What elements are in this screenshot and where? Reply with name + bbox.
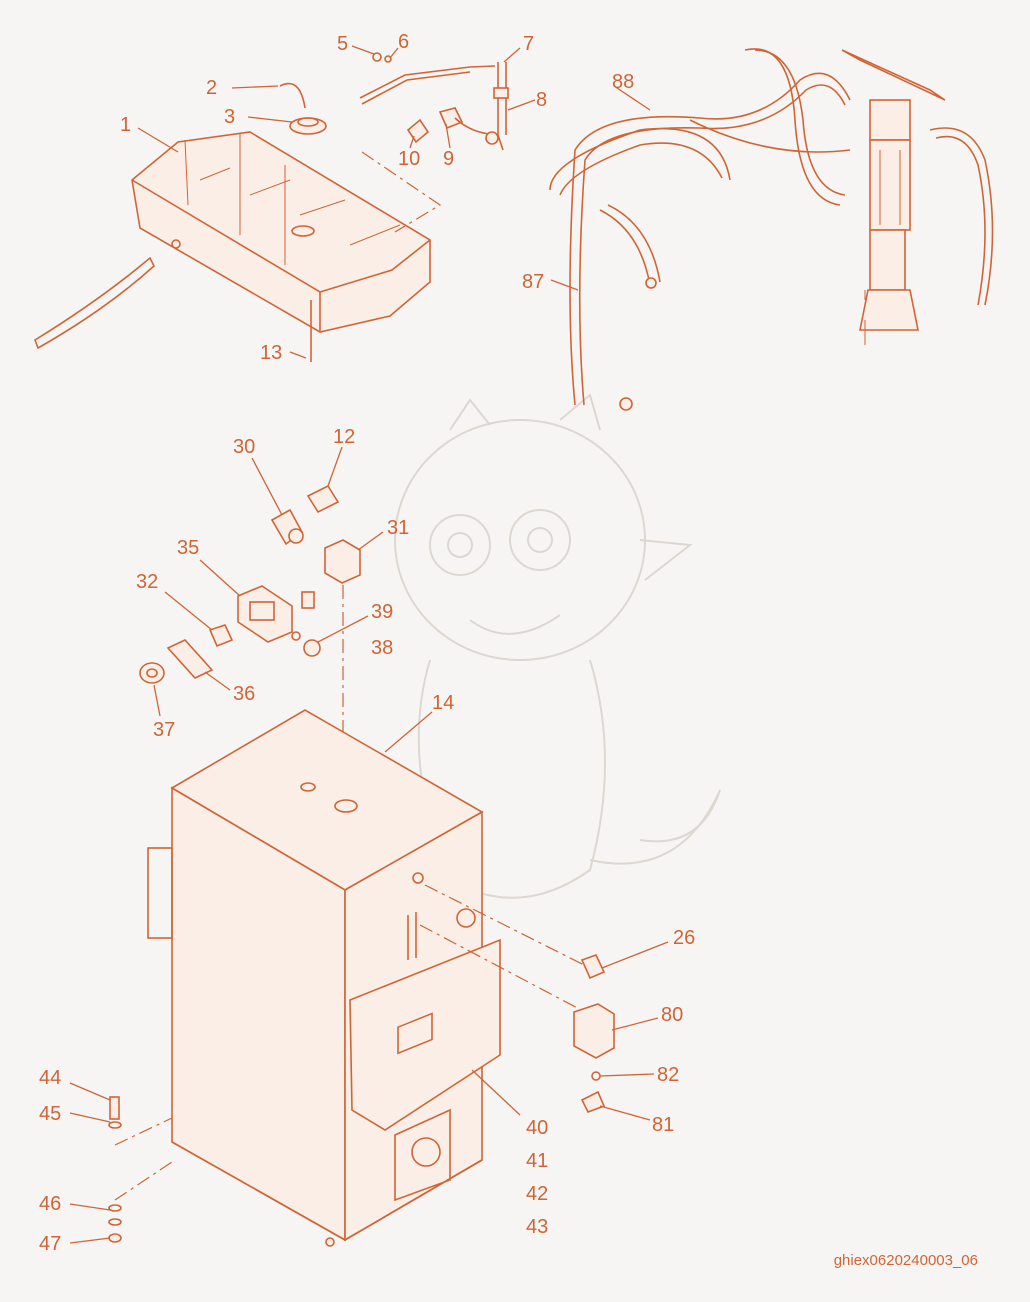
callout-label: 46 [39,1193,61,1215]
centerline [361,151,442,233]
centerline [114,1161,173,1201]
callout-label: 45 [39,1103,61,1125]
callout-label: 12 [333,426,355,448]
mounting-hardware [108,1096,122,1243]
dragon-watermark [394,393,721,899]
callout-label: 47 [39,1233,61,1255]
mounting-block [324,539,361,584]
callout-label: 1 [120,114,131,136]
leader-lines [69,45,669,1244]
elbow-fitting [270,484,340,546]
callout-label: 30 [233,436,255,458]
callout-label: 9 [443,148,454,170]
callout-label: 3 [224,106,235,128]
filler-cap [289,117,327,135]
callout-label: 40 [526,1117,548,1139]
callout-labels: 1 2 3 5 6 7 8 9 10 12 13 14 26 30 31 32 … [39,31,695,1255]
callout-label: 5 [337,33,348,55]
callout-label: 38 [371,637,393,659]
fuel-fittings [406,107,499,145]
callout-label: 31 [387,517,409,539]
centerline [419,924,586,1013]
callout-label: 35 [177,537,199,559]
callout-label: 2 [206,77,217,99]
callout-label: 39 [371,601,393,623]
callout-label: 32 [136,571,158,593]
callout-label: 44 [39,1067,61,1089]
callout-label: 80 [661,1004,683,1026]
filter-assembly [573,954,615,1114]
bracket-assembly [139,585,321,684]
valve-bank [841,49,994,345]
callout-label: 7 [523,33,534,55]
centerline [114,1117,173,1146]
callout-label: 82 [657,1064,679,1086]
callout-label: 14 [432,692,454,714]
centerline [424,884,591,969]
callout-label: 81 [652,1114,674,1136]
callout-label: 37 [153,719,175,741]
hose-assembly [549,48,851,411]
vent-hose [279,82,306,109]
main-cabinet [147,709,501,1247]
callout-label: 87 [522,271,544,293]
callout-label: 43 [526,1216,548,1238]
callout-label: 36 [233,683,255,705]
drawing-reference-id: ghiex0620240003_06 [833,1252,978,1269]
callout-label: 10 [398,148,420,170]
callout-label: 8 [536,89,547,111]
callout-label: 13 [260,342,282,364]
fuel-tank [34,131,431,350]
callout-label: 42 [526,1183,548,1205]
callout-label: 6 [398,31,409,53]
callout-label: 26 [673,927,695,949]
callout-label: 41 [526,1150,548,1172]
callout-label: 88 [612,71,634,93]
